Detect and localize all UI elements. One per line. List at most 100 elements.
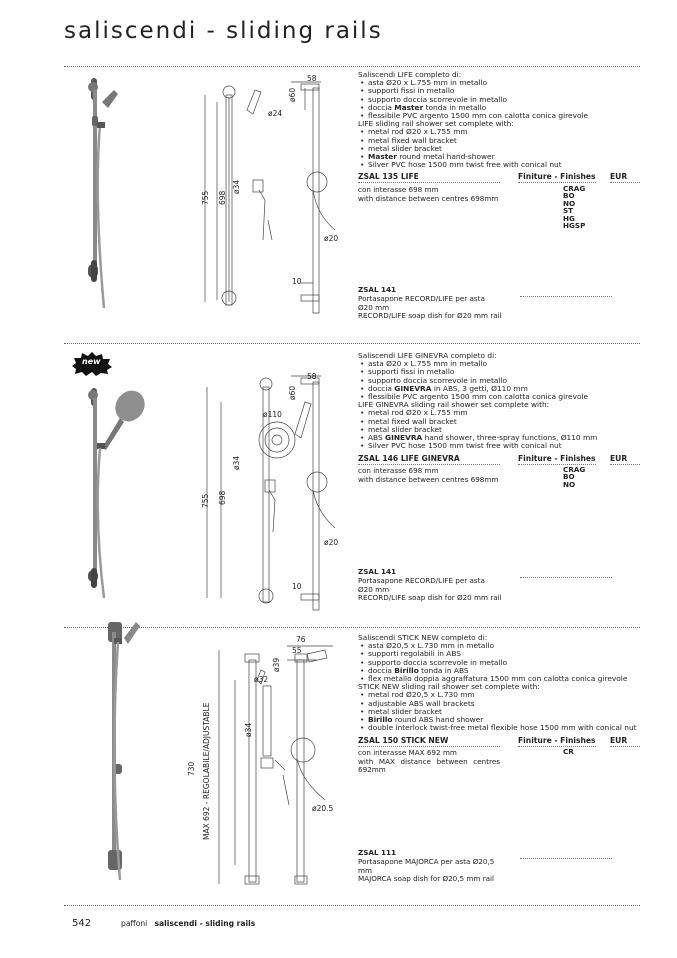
product-code-bar: ZSAL 135 LIFE Finiture - Finishes EUR bbox=[358, 172, 640, 184]
dim-76: 76 bbox=[296, 635, 306, 644]
dim-39: ø39 bbox=[272, 657, 281, 672]
desc-list-item: supporti fissi in metallo bbox=[360, 87, 640, 96]
accessory-code: ZSAL 141 bbox=[358, 285, 397, 294]
new-badge bbox=[72, 352, 112, 376]
desc-en-title: LIFE GINEVRA sliding rail shower set com… bbox=[358, 400, 550, 410]
finish-code: CR bbox=[563, 747, 574, 756]
dim-60: ø60 bbox=[288, 385, 297, 400]
desc-list-item: asta Ø20,5 x L.730 mm in metallo bbox=[360, 641, 640, 650]
dim-20-5: ø20.5 bbox=[312, 804, 334, 813]
note-en: with MAX distance between centres 692mm bbox=[358, 756, 500, 775]
new-badge-label: new bbox=[82, 357, 101, 366]
interaxis-note: con interasse MAX 692 mm with MAX distan… bbox=[358, 748, 500, 775]
finish-code: ST bbox=[563, 206, 574, 216]
product-description: Saliscendi LIFE completo di: asta Ø20 x … bbox=[358, 70, 640, 170]
dim-32: ø32 bbox=[254, 675, 269, 684]
price-dotline bbox=[520, 577, 612, 578]
finish-code: HGSP bbox=[563, 221, 586, 231]
product-code: ZSAL 150 STICK NEW bbox=[358, 736, 500, 747]
desc-it-title: Saliscendi LIFE GINEVRA completo di: bbox=[358, 351, 497, 360]
desc-list-item: metal slider bracket bbox=[360, 707, 640, 716]
dim-58: 58 bbox=[307, 74, 317, 83]
tech-drawing-stick bbox=[218, 645, 333, 885]
product-code: ZSAL 146 LIFE GINEVRA bbox=[358, 454, 500, 465]
finish-code: BO bbox=[563, 472, 575, 482]
footer-section: saliscendi - sliding rails bbox=[154, 919, 256, 928]
desc-list-item: flessibile PVC argento 1500 mm con calot… bbox=[360, 111, 640, 120]
eur-header: EUR bbox=[610, 736, 640, 747]
desc-en-title: LIFE sliding rail shower set complete wi… bbox=[358, 119, 514, 129]
dim-34: ø34 bbox=[232, 179, 241, 194]
note-it: con interasse 698 mm bbox=[358, 466, 439, 475]
desc-list-item: metal slider bracket bbox=[360, 425, 640, 434]
interaxis-note: con interasse 698 mm with distance betwe… bbox=[358, 185, 499, 203]
desc-list-item: metal rod Ø20 x L.755 mm bbox=[360, 128, 640, 137]
accessory: ZSAL 141 Portasapone RECORD/LIFE per ast… bbox=[358, 567, 518, 603]
note-en: with distance between centres 698mm bbox=[358, 474, 499, 484]
accessory-en: RECORD/LIFE soap dish for Ø20 mm rail bbox=[358, 311, 502, 321]
desc-list-item: supporto doccia scorrevole in metallo bbox=[360, 95, 640, 104]
product-photo-life bbox=[88, 78, 118, 309]
eur-header: EUR bbox=[610, 172, 640, 183]
dim-730: 730 bbox=[187, 761, 196, 776]
desc-en-title: STICK NEW sliding rail shower set comple… bbox=[358, 682, 540, 692]
desc-list-item: metal rod Ø20,5 x L.730 mm bbox=[360, 691, 640, 700]
desc-it-title: Saliscendi LIFE completo di: bbox=[358, 70, 462, 79]
finishes-header: Finiture - Finishes bbox=[518, 736, 596, 747]
page-title: saliscendi - sliding rails bbox=[64, 18, 383, 44]
page-number: 542 bbox=[72, 918, 92, 929]
finish-code: CRAG bbox=[563, 465, 586, 474]
desc-it-list: asta Ø20 x L.755 mm in metallosupporti f… bbox=[358, 359, 640, 401]
accessory-code: ZSAL 141 bbox=[358, 567, 397, 576]
desc-it-list: asta Ø20,5 x L.730 mm in metallosupporti… bbox=[358, 641, 640, 683]
desc-list-item: Silver PVC hose 1500 mm twist free with … bbox=[360, 442, 640, 451]
dim-10: 10 bbox=[292, 277, 302, 286]
desc-list-item: supporto doccia scorrevole in metallo bbox=[360, 658, 640, 667]
finish-code: NO bbox=[563, 198, 576, 208]
finishes-list: CR bbox=[563, 747, 574, 756]
section-divider-2 bbox=[64, 627, 640, 628]
desc-list-item: asta Ø20 x L.755 mm in metallo bbox=[360, 78, 640, 87]
desc-list-item: adjustable ABS wall brackets bbox=[360, 699, 640, 708]
desc-list-item: double interlock twist-free metal flexib… bbox=[360, 724, 640, 733]
bottom-divider bbox=[64, 905, 640, 906]
tech-drawing-life bbox=[204, 81, 336, 314]
product-description: Saliscendi LIFE GINEVRA completo di: ast… bbox=[358, 351, 640, 451]
product-code-bar: ZSAL 150 STICK NEW Finiture - Finishes E… bbox=[358, 736, 640, 748]
dim-20: ø20 bbox=[324, 234, 339, 243]
desc-list-item: flex metallo doppia aggraffatura 1500 mm… bbox=[360, 674, 640, 683]
desc-list-item: Master round metal hand-shower bbox=[360, 152, 640, 161]
product-photo-stick bbox=[108, 622, 140, 881]
desc-en-list: metal rod Ø20 x L.755 mmmetal fixed wall… bbox=[358, 128, 640, 170]
footer-brand-name: paffoni bbox=[121, 919, 148, 928]
accessory-code: ZSAL 111 bbox=[358, 848, 397, 857]
eur-header: EUR bbox=[610, 454, 640, 465]
desc-list-item: ABS GINEVRA hand shower, three-spray fun… bbox=[360, 433, 640, 442]
desc-list-item: doccia Birillo tonda in ABS bbox=[360, 666, 640, 675]
dim-698: 698 bbox=[218, 190, 227, 205]
desc-en-list: metal rod Ø20,5 x L.730 mmadjustable ABS… bbox=[358, 691, 640, 733]
accessory-it: Portasapone RECORD/LIFE per asta Ø20 mm bbox=[358, 575, 485, 594]
product-description: Saliscendi STICK NEW completo di: asta Ø… bbox=[358, 633, 640, 733]
accessory: ZSAL 111 Portasapone MAJORCA per asta Ø2… bbox=[358, 848, 518, 884]
desc-list-item: supporti fissi in metallo bbox=[360, 368, 640, 377]
dim-755: 755 bbox=[201, 493, 210, 508]
desc-list-item: doccia Master tonda in metallo bbox=[360, 103, 640, 112]
dim-24: ø24 bbox=[268, 109, 283, 118]
top-divider bbox=[64, 66, 640, 67]
dim-34: ø34 bbox=[244, 722, 253, 737]
dim-34: ø34 bbox=[232, 455, 241, 470]
footer-brand: paffoni saliscendi - sliding rails bbox=[121, 919, 255, 928]
tech-drawing-ginevra bbox=[206, 375, 336, 611]
desc-en-list: metal rod Ø20 x L.755 mmmetal fixed wall… bbox=[358, 409, 640, 451]
finishes-header: Finiture - Finishes bbox=[518, 172, 596, 183]
desc-list-item: metal fixed wall bracket bbox=[360, 417, 640, 426]
note-en: with distance between centres 698mm bbox=[358, 193, 499, 203]
desc-it-list: asta Ø20 x L.755 mm in metallosupporti f… bbox=[358, 78, 640, 120]
accessory: ZSAL 141 Portasapone RECORD/LIFE per ast… bbox=[358, 285, 518, 321]
product-code-bar: ZSAL 146 LIFE GINEVRA Finiture - Finishe… bbox=[358, 454, 640, 466]
dim-max-692: MAX 692 - REGOLABILE/ADJUSTABLE bbox=[202, 702, 211, 840]
product-photo-ginevra bbox=[88, 388, 145, 599]
